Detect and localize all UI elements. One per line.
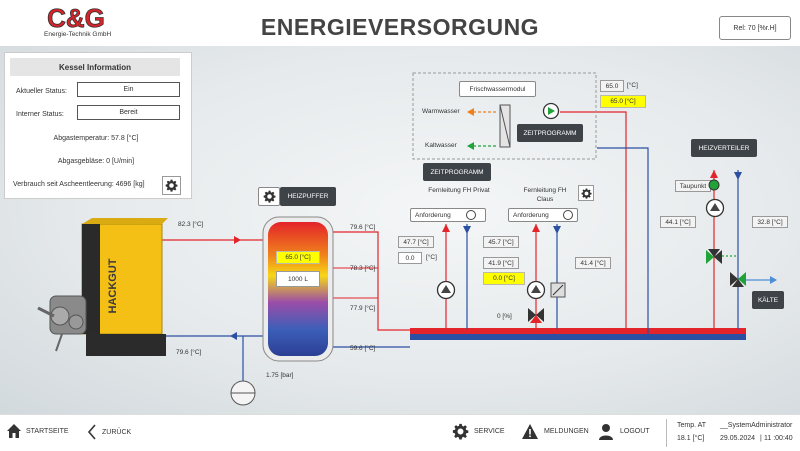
- status-label: Aktueller Status:: [16, 88, 67, 95]
- puffer-volume: 1000 L: [276, 271, 320, 287]
- kaltwasser-label: Kaltwasser: [425, 142, 457, 149]
- kessel-settings-button[interactable]: [162, 176, 181, 195]
- hackgut-boiler[interactable]: HACKGUT: [8, 216, 168, 361]
- system-pressure: 1.75 [bar]: [266, 372, 294, 379]
- puffer-temp-1: 79.6 [°C]: [350, 224, 376, 231]
- kessel-info-title: Kessel Information: [10, 58, 180, 76]
- zurueck-label: ZURÜCK: [102, 428, 132, 436]
- fh-claus-anforderung[interactable]: Anforderung: [508, 208, 578, 222]
- verbrauch-text: Verbrauch seit Ascheentleerung: 4696 [kg…: [13, 181, 145, 188]
- fh-claus-title: Fernleitung FH Claus: [523, 187, 567, 203]
- fh-claus-rl-temp: 41.4 [°C]: [575, 257, 611, 269]
- zurueck-button[interactable]: ZURÜCK: [86, 423, 131, 441]
- frischwasser-zeitprogramm-button[interactable]: ZEITPROGRAMM: [517, 124, 583, 142]
- boiler-return-temp: 79.6 [°C]: [176, 349, 202, 356]
- startseite-label: STARTSEITE: [26, 427, 69, 435]
- gear-icon: [452, 423, 469, 440]
- service-button[interactable]: SERVICE: [452, 423, 505, 440]
- anforderung-label: Anforderung: [513, 211, 549, 219]
- fh-claus-anforderung-indicator: [563, 210, 573, 220]
- status-field: Ein: [77, 82, 180, 97]
- fh-privat-zeitprogramm-button[interactable]: ZEITPROGRAMM: [423, 163, 491, 181]
- abgas-temperatur: Abgastemperatur: 57.8 [°C]: [53, 135, 139, 142]
- heizverteiler-button[interactable]: HEIZVERTEILER: [691, 139, 757, 157]
- header: C&G Energie-Technik GmbH ENERGIEVERSORGU…: [0, 0, 800, 46]
- anforderung-label: Anforderung: [415, 211, 451, 219]
- meldungen-button[interactable]: MELDUNGEN: [521, 423, 589, 440]
- startseite-button[interactable]: STARTSEITE: [6, 423, 69, 439]
- current-time: 11 :00:40: [764, 435, 793, 442]
- intern-status-field: Bereit: [77, 105, 180, 120]
- puffer-temp-2: 78.3 [°C]: [350, 265, 376, 272]
- footer-divider: [666, 419, 667, 447]
- fh-claus-setpoint[interactable]: 0.0 [°C]: [483, 272, 525, 285]
- fh-privat-input-unit: [°C]: [426, 254, 437, 261]
- temp-value: 18.1 [°C]: [677, 435, 705, 442]
- kaelte-button[interactable]: KÄLTE: [752, 291, 784, 309]
- fh-privat-anforderung-indicator: [466, 210, 476, 220]
- warning-icon: [522, 424, 538, 439]
- process-diagram: Kessel Information Aktueller Status: Ein…: [0, 46, 800, 414]
- verteiler-temp-right: 32.8 [°C]: [752, 216, 788, 228]
- logout-button[interactable]: LOGOUT: [598, 423, 650, 440]
- service-label: SERVICE: [474, 428, 505, 435]
- gear-icon: [263, 190, 275, 203]
- puffer-settings-button[interactable]: [258, 187, 280, 206]
- warmwasser-label: Warmwasser: [422, 108, 460, 115]
- page-title: ENERGIEVERSORGUNG: [260, 14, 540, 40]
- puffer-setpoint[interactable]: 65.0 [°C]: [276, 251, 320, 264]
- meldungen-label: MELDUNGEN: [544, 428, 589, 435]
- heat-exchanger-icon: [499, 104, 511, 148]
- pump-icon[interactable]: [542, 102, 560, 120]
- verteiler-valve-2-icon[interactable]: [728, 270, 748, 288]
- footer-bar: STARTSEITE ZURÜCK SERVICE MELDUNGEN LOGO…: [0, 414, 800, 451]
- verteiler-pump-icon[interactable]: [705, 198, 725, 218]
- puffer-temp-4: 59.6 [°C]: [350, 345, 376, 352]
- verteiler-valve-1-icon[interactable]: [704, 248, 724, 266]
- fh-claus-pump-icon[interactable]: [526, 280, 546, 300]
- temp-label: Temp. AT: [677, 422, 707, 429]
- chevron-left-icon: [87, 424, 96, 440]
- taupunkt-indicator: [708, 179, 720, 191]
- valve-motor-icon: [550, 282, 566, 298]
- mixing-valve-icon[interactable]: [526, 306, 546, 324]
- home-icon: [7, 424, 21, 438]
- svg-text:HACKGUT: HACKGUT: [107, 258, 119, 313]
- company-logo: C&G: [40, 4, 112, 31]
- fh-privat-pump-icon[interactable]: [436, 280, 456, 300]
- taupunkt-label: Taupunkt: [675, 180, 711, 192]
- fh-privat-vl-temp: 47.7 [°C]: [398, 236, 434, 248]
- current-user: __SystemAdministrator: [720, 422, 793, 429]
- gear-icon: [165, 179, 178, 192]
- current-date: 29.05.2024: [720, 435, 756, 442]
- fh-claus-settings-button[interactable]: [578, 185, 594, 201]
- frischwasser-temp: 65.0: [600, 80, 624, 92]
- frischwassermodul-title: Frischwassermodul: [459, 81, 536, 97]
- verteiler-temp-left: 44.1 [°C]: [660, 216, 696, 228]
- puffer-temp-3: 77.9 [°C]: [350, 305, 376, 312]
- expansion-vessel-icon: [230, 380, 256, 406]
- humidity-button[interactable]: Rel: 70 [%r.H]: [719, 16, 791, 40]
- boiler-supply-temp: 82.3 [°C]: [178, 221, 204, 228]
- time-separator: |: [760, 435, 762, 442]
- logo-subtitle: Energie-Technik GmbH: [44, 31, 112, 38]
- buffer-tank: [262, 216, 334, 362]
- kessel-info-panel: [4, 52, 192, 199]
- fh-claus-vl-temp: 41.9 [°C]: [483, 257, 519, 269]
- heizpuffer-button[interactable]: HEIZPUFFER: [280, 187, 336, 206]
- intern-status-label: Interner Status:: [16, 111, 64, 118]
- frischwasser-temp-unit: [°C]: [627, 82, 638, 89]
- fh-privat-title: Fernleitung FH Privat: [428, 187, 490, 194]
- logout-label: LOGOUT: [620, 428, 650, 435]
- frischwasser-setpoint[interactable]: 65.0 [°C]: [600, 95, 646, 108]
- fh-privat-rl-temp: 45.7 [°C]: [483, 236, 519, 248]
- svg-text:C&G: C&G: [47, 4, 105, 31]
- fh-privat-input[interactable]: 0.0: [398, 252, 422, 264]
- fh-claus-valve-position: 0 [%]: [497, 313, 512, 320]
- abgas-geblaese: Abgasgebläse: 0 [U/min]: [57, 158, 135, 165]
- gear-icon: [581, 188, 592, 199]
- pipe-network: [160, 72, 777, 383]
- user-icon: [599, 424, 613, 440]
